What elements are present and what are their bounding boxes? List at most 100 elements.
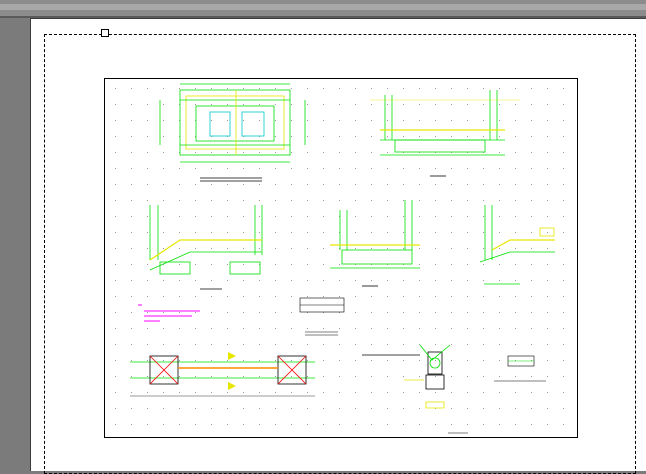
- grid-dot: [307, 168, 308, 169]
- grid-dot: [323, 360, 324, 361]
- grid-dot: [419, 104, 420, 105]
- grid-dot: [243, 392, 244, 393]
- grid-dot: [371, 312, 372, 313]
- grid-dot: [179, 136, 180, 137]
- grid-dot: [467, 312, 468, 313]
- grid-dot: [163, 120, 164, 121]
- grid-dot: [323, 344, 324, 345]
- grid-dot: [323, 104, 324, 105]
- grid-dot: [211, 312, 212, 313]
- grid-dot: [403, 344, 404, 345]
- grid-dot: [339, 280, 340, 281]
- grid-dot: [275, 136, 276, 137]
- grid-dot: [211, 376, 212, 377]
- grid-dot: [275, 264, 276, 265]
- grid-dot: [515, 120, 516, 121]
- grid-dot: [195, 408, 196, 409]
- grid-dot: [499, 120, 500, 121]
- grid-dot: [435, 216, 436, 217]
- grid-dot: [451, 280, 452, 281]
- grid-dot: [419, 200, 420, 201]
- grid-dot: [531, 424, 532, 425]
- grid-dot: [339, 120, 340, 121]
- grid-dot: [515, 424, 516, 425]
- grid-dot: [211, 248, 212, 249]
- grid-dot: [547, 264, 548, 265]
- grid-dot: [307, 408, 308, 409]
- grid-dot: [115, 200, 116, 201]
- grid-dot: [547, 328, 548, 329]
- grid-dot: [259, 120, 260, 121]
- grid-dot: [243, 296, 244, 297]
- grid-dot: [403, 216, 404, 217]
- grid-dot: [259, 360, 260, 361]
- grid-dot: [547, 104, 548, 105]
- grid-dot: [291, 424, 292, 425]
- grid-dot: [179, 200, 180, 201]
- grip-square-icon[interactable]: [101, 29, 109, 37]
- grid-dot: [371, 296, 372, 297]
- grid-dot: [339, 104, 340, 105]
- grid-dot: [387, 392, 388, 393]
- grid-dot: [339, 216, 340, 217]
- grid-dot: [115, 216, 116, 217]
- grid-dot: [435, 264, 436, 265]
- grid-dot: [179, 168, 180, 169]
- grid-dot: [211, 360, 212, 361]
- grid-dot: [323, 184, 324, 185]
- viewer-margin: [0, 18, 30, 470]
- grid-dot: [483, 264, 484, 265]
- grid-dot: [531, 264, 532, 265]
- grid-dot: [387, 104, 388, 105]
- grid-dot: [259, 296, 260, 297]
- grid-dot: [515, 248, 516, 249]
- grid-dot: [371, 152, 372, 153]
- grid-dot: [499, 232, 500, 233]
- grid-dot: [515, 200, 516, 201]
- grid-dot: [499, 424, 500, 425]
- grid-dot: [291, 264, 292, 265]
- grid-dot: [451, 136, 452, 137]
- grid-dot: [419, 248, 420, 249]
- grid-dot: [163, 376, 164, 377]
- grid-dot: [515, 296, 516, 297]
- grid-dot: [163, 360, 164, 361]
- grid-dot: [227, 232, 228, 233]
- grid-dot: [483, 328, 484, 329]
- grid-dot: [211, 264, 212, 265]
- grid-dot: [387, 344, 388, 345]
- grid-dot: [275, 424, 276, 425]
- grid-dot: [403, 296, 404, 297]
- grid-dot: [419, 344, 420, 345]
- grid-dot: [387, 232, 388, 233]
- grid-dot: [435, 392, 436, 393]
- grid-dot: [387, 120, 388, 121]
- grid-dot: [355, 360, 356, 361]
- grid-dot: [435, 280, 436, 281]
- grid-dot: [291, 360, 292, 361]
- grid-dot: [547, 280, 548, 281]
- grid-dot: [355, 312, 356, 313]
- grid-dot: [419, 184, 420, 185]
- grid-dot: [435, 104, 436, 105]
- grid-dot: [291, 408, 292, 409]
- grid-dot: [419, 232, 420, 233]
- grid-dot: [195, 376, 196, 377]
- grid-dot: [243, 120, 244, 121]
- grid-dot: [179, 248, 180, 249]
- grid-dot: [499, 280, 500, 281]
- grid-dot: [163, 88, 164, 89]
- grid-dot: [515, 88, 516, 89]
- grid-dot: [307, 328, 308, 329]
- grid-dot: [387, 136, 388, 137]
- grid-dot: [179, 280, 180, 281]
- grid-dot: [499, 376, 500, 377]
- grid-dot: [563, 344, 564, 345]
- grid-dot: [195, 424, 196, 425]
- grid-dot: [163, 344, 164, 345]
- grid-dot: [227, 296, 228, 297]
- grid-dot: [227, 120, 228, 121]
- grid-dot: [387, 248, 388, 249]
- grid-dot: [115, 344, 116, 345]
- grid-dot: [147, 280, 148, 281]
